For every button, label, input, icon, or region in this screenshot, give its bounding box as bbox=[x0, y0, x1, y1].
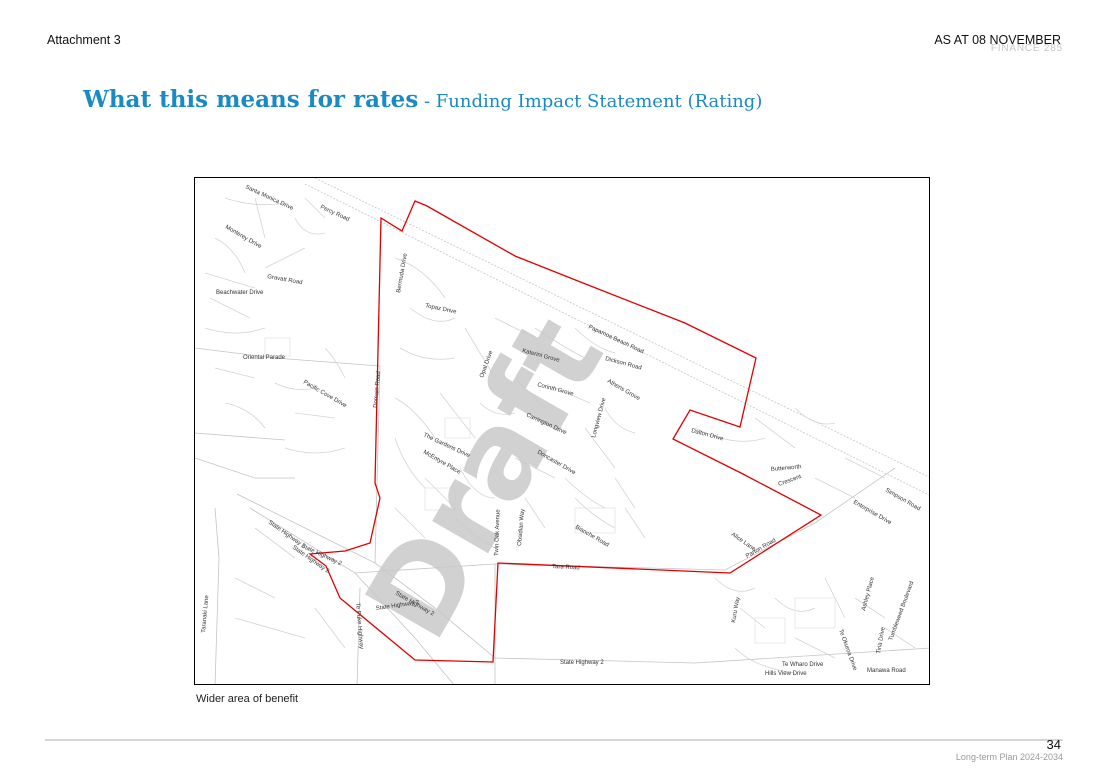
road-label: Tiria Drive bbox=[876, 626, 887, 654]
attachment-label: Attachment 3 bbox=[47, 33, 121, 47]
footer-divider bbox=[45, 739, 1063, 741]
road-label: Bermuda Drive bbox=[396, 252, 409, 293]
road-label: Pacific Cove Drive bbox=[302, 380, 348, 410]
road-label: Crescent bbox=[778, 474, 803, 488]
road-label: Monterey Drive bbox=[224, 225, 263, 251]
road-label: Tara Road bbox=[552, 564, 580, 571]
road-label: Hills View Drive bbox=[765, 671, 807, 677]
page-number: 34 bbox=[1046, 737, 1061, 752]
road-label: Gravatt Road bbox=[267, 274, 303, 286]
road-label: State Highway 2 bbox=[560, 660, 604, 666]
title-subtitle: - Funding Impact Statement (Rating) bbox=[418, 91, 763, 112]
road-label: Enterprise Drive bbox=[852, 500, 893, 527]
road-label: Ashley Place bbox=[861, 576, 876, 612]
road-label: Santa Monica Drive bbox=[244, 184, 295, 212]
road-label: Topaz Drive bbox=[425, 303, 458, 316]
road-label: Kuru Way bbox=[731, 597, 741, 624]
finance-page-label: FINANCE 285 bbox=[990, 43, 1063, 54]
road-label: Taranaki Lane bbox=[201, 594, 210, 633]
map-blocks bbox=[264, 337, 836, 644]
as-at-date: AS AT 08 NOVEMBER bbox=[934, 33, 1061, 47]
road-label: Tumbleweed Boulevard bbox=[888, 581, 915, 642]
road-label: Te Okuroa Drive bbox=[837, 629, 858, 672]
plan-label: Long-term Plan 2024-2034 bbox=[955, 752, 1063, 762]
map-canvas: Draft Santa Monica Drive Percy Road Mont… bbox=[195, 178, 929, 684]
road-label: Simpson Road bbox=[884, 488, 921, 513]
road-label: State Highway 2 bbox=[267, 520, 307, 550]
road-label: Domain Road bbox=[373, 371, 382, 408]
benefit-area-boundary bbox=[308, 200, 823, 663]
road-label: Twin Oak Avenue bbox=[494, 509, 502, 556]
road-label: Oriental Parade bbox=[243, 355, 286, 361]
road-label: Percy Road bbox=[319, 204, 350, 223]
road-label: Dalton Drive bbox=[690, 428, 724, 443]
page-title: What this means for rates - Funding Impa… bbox=[83, 86, 762, 113]
road-label: Te Wharo Drive bbox=[782, 662, 824, 668]
title-main: What this means for rates bbox=[83, 86, 419, 113]
road-label: Butterworth bbox=[771, 464, 802, 473]
area-map: Draft Santa Monica Drive Percy Road Mont… bbox=[194, 177, 930, 685]
map-caption: Wider area of benefit bbox=[196, 693, 299, 705]
road-label: Beachwater Drive bbox=[216, 290, 264, 296]
road-label: Bianche Road bbox=[574, 525, 610, 549]
road-label: Te Puke Highway bbox=[354, 603, 364, 650]
map-corridors bbox=[195, 178, 929, 684]
road-label: Obsidian Way bbox=[517, 509, 526, 547]
road-label: Manawa Road bbox=[867, 668, 906, 674]
